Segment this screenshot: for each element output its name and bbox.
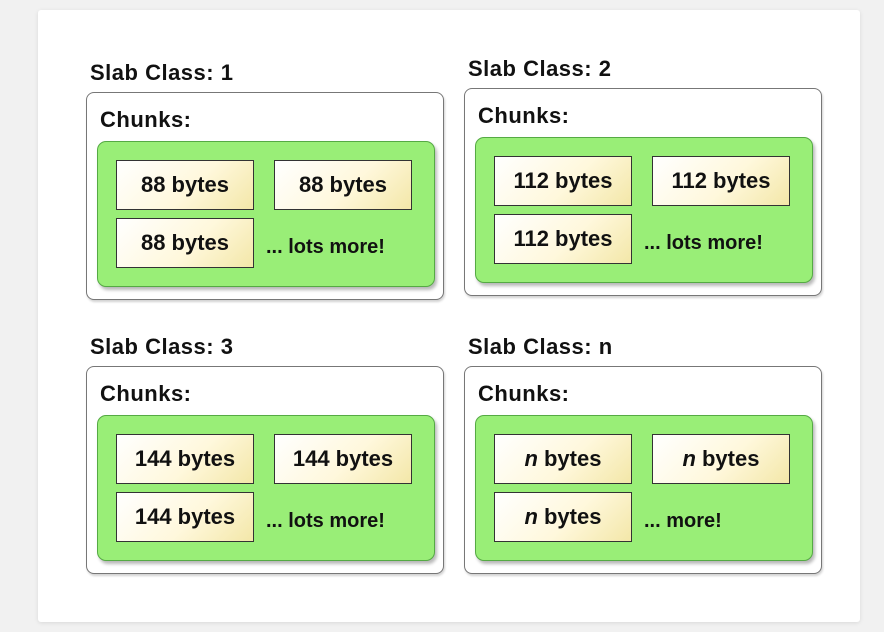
slab-class-1: Slab Class: 1 Chunks: 88 bytes 88 bytes … bbox=[86, 60, 446, 310]
chunk: 88 bytes bbox=[116, 160, 254, 210]
chunk-pool: 144 bytes 144 bytes 144 bytes ... lots m… bbox=[97, 415, 435, 561]
slab-class-title: Slab Class: 2 bbox=[468, 56, 612, 81]
diagram-canvas: Slab Class: 1 Chunks: 88 bytes 88 bytes … bbox=[38, 10, 860, 622]
chunks-label: Chunks: bbox=[100, 381, 192, 406]
more-label: ... more! bbox=[644, 510, 722, 532]
chunks-label: Chunks: bbox=[478, 103, 570, 128]
slab-class-3: Slab Class: 3 Chunks: 144 bytes 144 byte… bbox=[86, 334, 446, 584]
chunk-size-variable: n bbox=[682, 446, 696, 471]
chunk: 144 bytes bbox=[116, 492, 254, 542]
chunk: 144 bytes bbox=[274, 434, 412, 484]
more-label: ... lots more! bbox=[644, 232, 763, 254]
chunk-size-unit: bytes bbox=[543, 446, 602, 471]
slab-container: Chunks: 112 bytes 112 bytes 112 bytes ..… bbox=[464, 88, 822, 296]
chunk-size-variable: n bbox=[524, 446, 538, 471]
chunks-label: Chunks: bbox=[100, 107, 192, 132]
chunk-size-variable: n bbox=[524, 504, 538, 529]
chunk: 88 bytes bbox=[274, 160, 412, 210]
more-label: ... lots more! bbox=[266, 236, 385, 258]
slab-container: Chunks: 144 bytes 144 bytes 144 bytes ..… bbox=[86, 366, 444, 574]
chunk-pool: 88 bytes 88 bytes 88 bytes ... lots more… bbox=[97, 141, 435, 287]
slab-class-title: Slab Class: n bbox=[468, 334, 613, 359]
more-label: ... lots more! bbox=[266, 510, 385, 532]
slab-class-2: Slab Class: 2 Chunks: 112 bytes 112 byte… bbox=[464, 56, 824, 306]
slab-class-title: Slab Class: 3 bbox=[90, 334, 234, 359]
chunk: 112 bytes bbox=[494, 156, 632, 206]
chunk: 112 bytes bbox=[494, 214, 632, 264]
chunk-size-unit: bytes bbox=[543, 504, 602, 529]
chunks-label: Chunks: bbox=[478, 381, 570, 406]
chunk-pool: 112 bytes 112 bytes 112 bytes ... lots m… bbox=[475, 137, 813, 283]
slab-container: Chunks: 88 bytes 88 bytes 88 bytes ... l… bbox=[86, 92, 444, 300]
chunk: 144 bytes bbox=[116, 434, 254, 484]
chunk-size-unit: bytes bbox=[701, 446, 760, 471]
chunk: 112 bytes bbox=[652, 156, 790, 206]
slab-class-title: Slab Class: 1 bbox=[90, 60, 234, 85]
chunk: 88 bytes bbox=[116, 218, 254, 268]
